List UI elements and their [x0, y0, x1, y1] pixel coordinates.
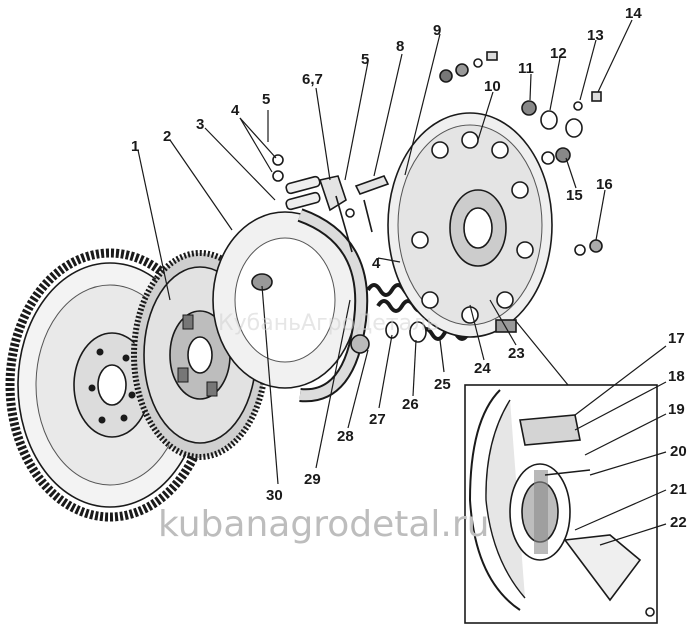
detail-inset: [464, 384, 658, 624]
callout-3: 3: [196, 116, 204, 133]
callout-26: 26: [402, 396, 419, 413]
callout-12: 12: [550, 45, 567, 62]
callout-25: 25: [434, 376, 451, 393]
callout-11: 11: [518, 60, 534, 77]
callout-16: 16: [596, 176, 613, 193]
callout-8: 8: [396, 38, 404, 55]
release-lever-set: [272, 154, 390, 253]
callout-14: 14: [625, 5, 642, 22]
callout-9: 9: [433, 22, 441, 39]
callout-30: 30: [266, 487, 283, 504]
callout-5: 5: [361, 51, 369, 68]
callout-20: 20: [670, 443, 687, 460]
watermark-overlay: КубаньАгроДеталь: [218, 311, 439, 336]
callout-22: 22: [670, 514, 687, 531]
callout-18: 18: [668, 368, 685, 385]
inset-leader: [514, 319, 569, 386]
callout-17: 17: [668, 330, 685, 347]
callout-5: 5: [262, 91, 270, 108]
callout-2: 2: [163, 128, 171, 145]
callout-10: 10: [484, 78, 501, 95]
callout-27: 27: [369, 411, 386, 428]
driven-disc: [131, 250, 269, 460]
fasteners: [439, 51, 603, 256]
callout-24: 24: [474, 360, 491, 377]
clutch-back-plate: [387, 112, 553, 338]
callout-6-7: 6,7: [302, 71, 323, 88]
clutch-cover: [297, 208, 369, 403]
callout-21: 21: [670, 481, 687, 498]
watermark-main: kubanagrodetal.ru: [158, 504, 489, 545]
callout-4: 4: [231, 102, 240, 119]
callout-4: 4: [372, 255, 381, 272]
callout-1: 1: [131, 138, 139, 155]
callout-28: 28: [337, 428, 354, 445]
callout-15: 15: [566, 187, 583, 204]
callout-19: 19: [668, 401, 685, 418]
callout-13: 13: [587, 27, 604, 44]
leader-lines: [137, 19, 667, 546]
callout-23: 23: [508, 345, 525, 362]
callout-29: 29: [304, 471, 321, 488]
pressure-plate: [212, 211, 358, 389]
